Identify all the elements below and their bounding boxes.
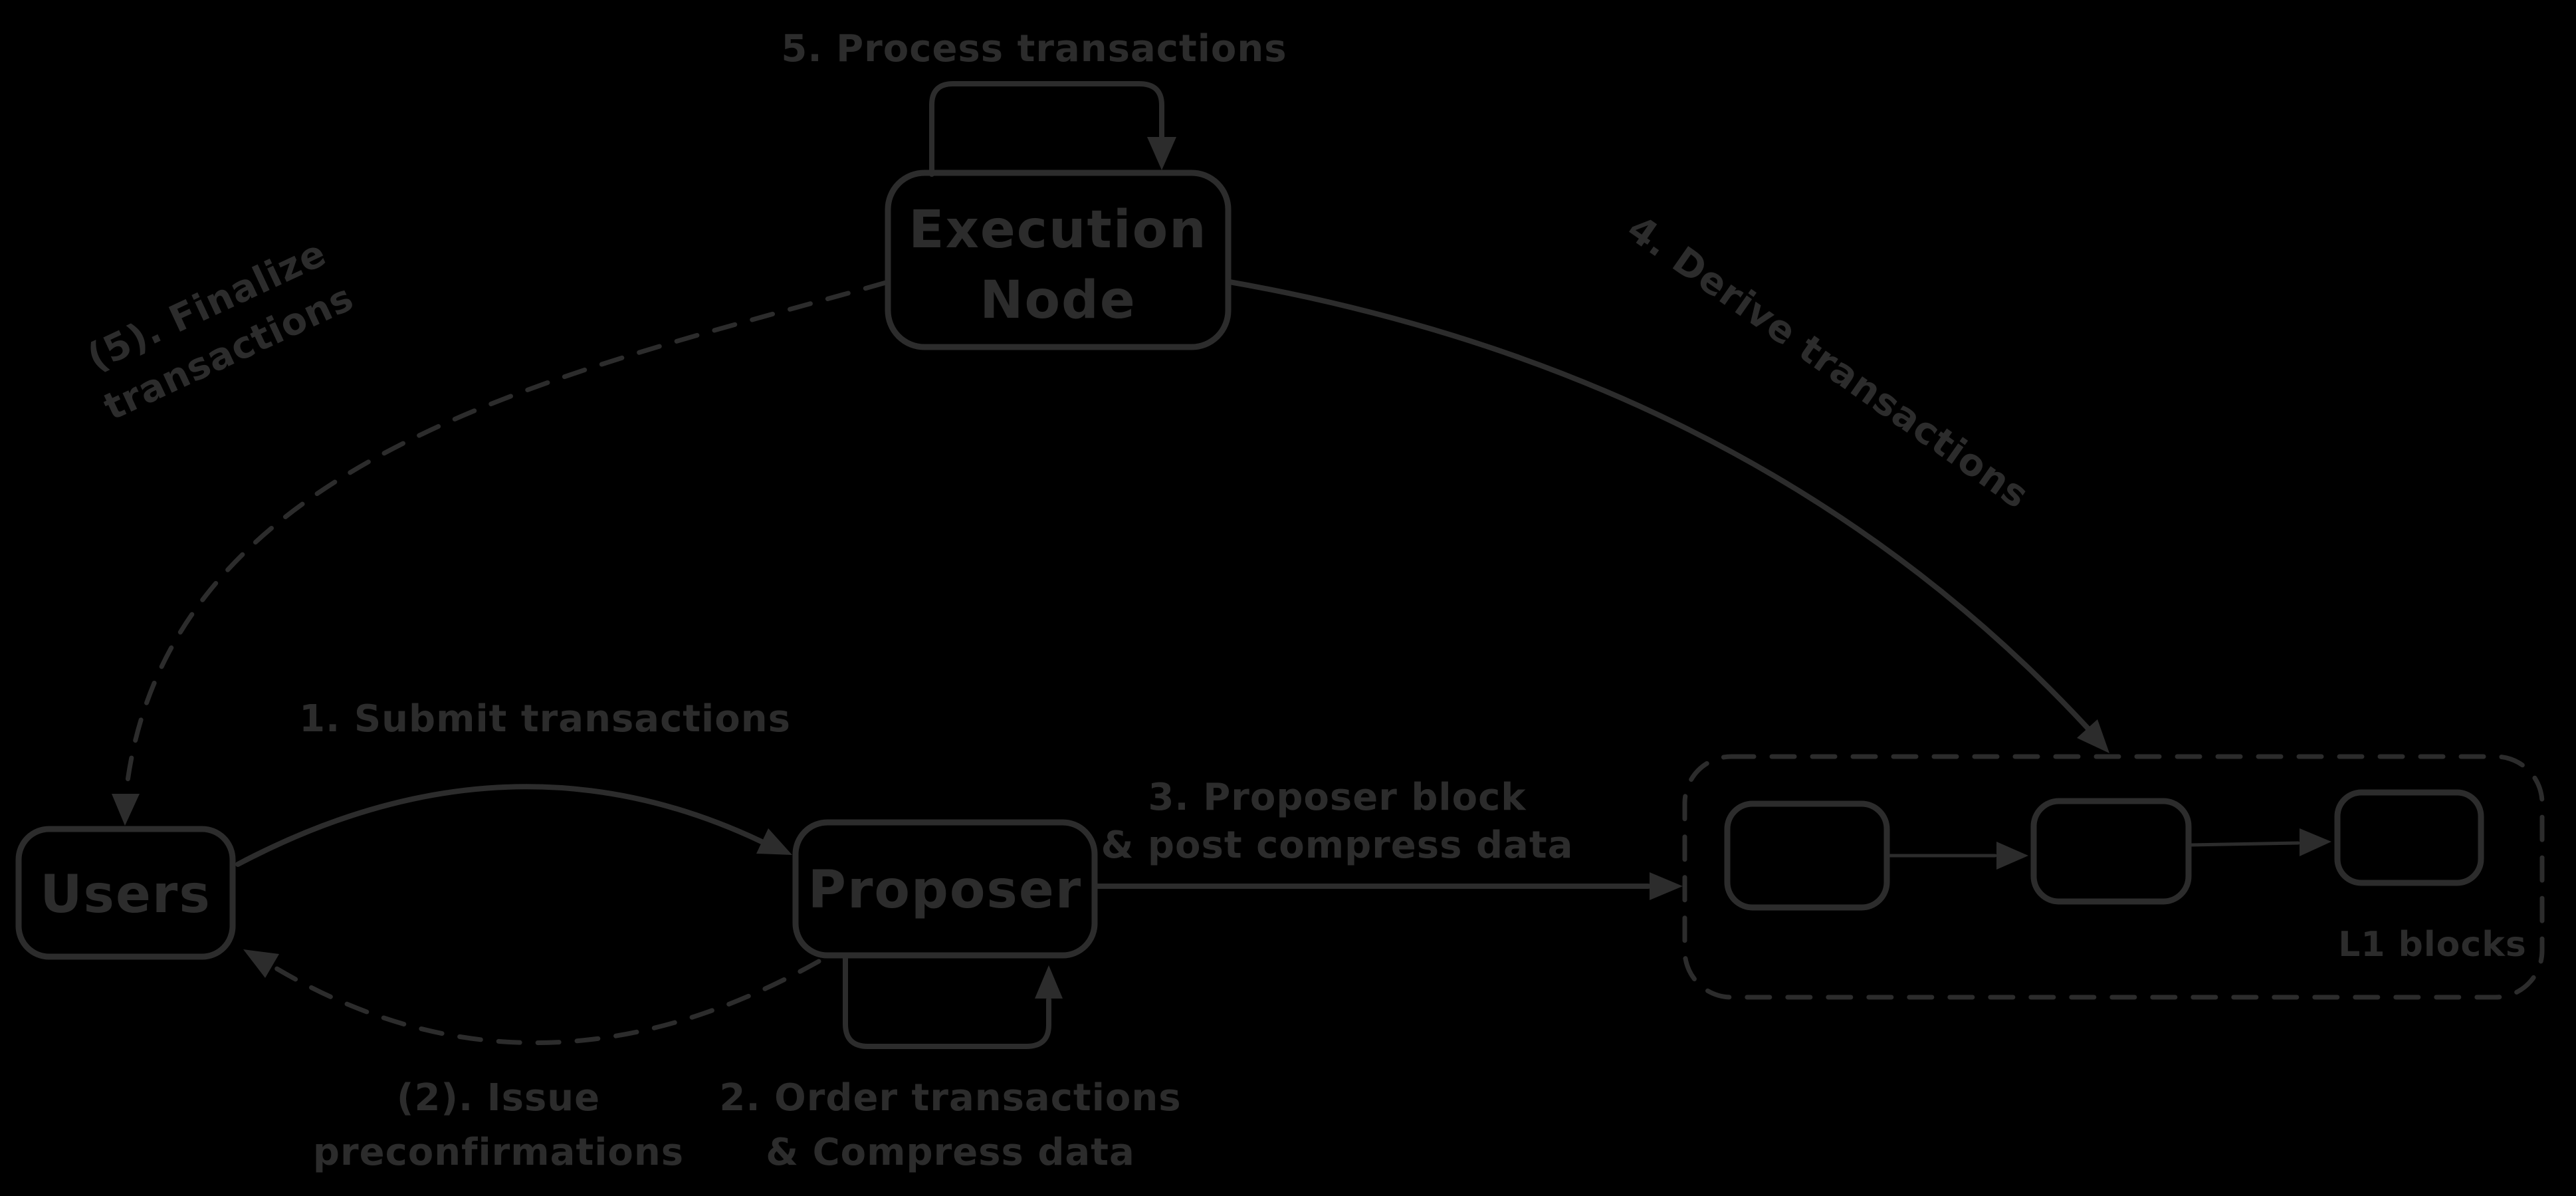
edge-propose-block: 3. Proposer block & post compress data [1095,776,1683,900]
block2-block3-path [2188,841,2300,847]
issue-preconfirmations-path [268,959,821,1045]
order-transactions-loop-path [843,955,1051,1049]
process-transactions-label: 5. Process transactions [781,27,1287,70]
l1-blocks-label: L1 blocks [2338,925,2527,965]
l1-block-3 [2334,789,2484,886]
finalize-transactions-path [124,280,889,794]
node-users: Users [15,826,236,960]
execution-node-label-line1: Execution [909,200,1207,260]
propose-block-label-line1: 3. Proposer block [1148,776,1527,819]
node-execution: Execution Node [885,170,1232,350]
finalize-transactions-arrowhead [112,794,140,826]
proposer-label: Proposer [808,860,1082,920]
edge-issue-preconfirmations: (2). Issue preconfirmations [243,949,821,1174]
issue-preconfirmations-label-line2: preconfirmations [313,1131,684,1174]
issue-preconfirmations-arrowhead [243,949,279,978]
users-label: Users [40,865,211,925]
submit-transactions-arrowhead [756,828,792,855]
execution-node-box [885,170,1232,350]
derive-transactions-path [1227,279,2091,731]
l1-block-2 [2030,798,2192,905]
derive-transactions-label: 4. Derive transactions [1620,207,2037,517]
execution-node-label-line2: Node [980,271,1136,330]
derive-transactions-arrowhead [2077,719,2109,753]
derive-transactions-label-text: 4. Derive transactions [1620,207,2037,517]
l1-blocks-container [1682,754,2545,1000]
propose-block-arrowhead [1650,872,1683,900]
edge-order-transactions: 2. Order transactions & Compress data [719,955,1181,1174]
proposer-box [792,819,1098,959]
edge-block1-to-block2 [1886,842,2028,870]
order-transactions-label-line2: & Compress data [766,1131,1135,1174]
edge-submit-transactions: 1. Submit transactions [235,697,792,867]
users-box [15,826,236,960]
block2-block3-arrowhead [2300,828,2331,856]
process-transactions-arrowhead [1147,137,1176,170]
node-l1-blocks: L1 blocks [1682,754,2545,1000]
edge-block2-to-block3 [2188,828,2331,856]
finalize-transactions-label: (5). Finalize transactions [81,231,360,429]
propose-block-label-line2: & post compress data [1101,824,1574,867]
block1-block2-arrowhead [1996,842,2028,870]
submit-transactions-path [235,784,764,867]
issue-preconfirmations-label-line1: (2). Issue [397,1076,600,1120]
node-proposer: Proposer [792,819,1098,959]
edge-derive-transactions: 4. Derive transactions [1227,207,2109,753]
submit-transactions-label: 1. Submit transactions [299,697,791,741]
l1-block-1 [1724,800,1890,911]
order-transactions-arrowhead [1035,965,1063,999]
edge-process-transactions: 5. Process transactions [781,27,1287,177]
process-transactions-loop-path [929,81,1164,177]
order-transactions-label-line1: 2. Order transactions [719,1076,1181,1120]
